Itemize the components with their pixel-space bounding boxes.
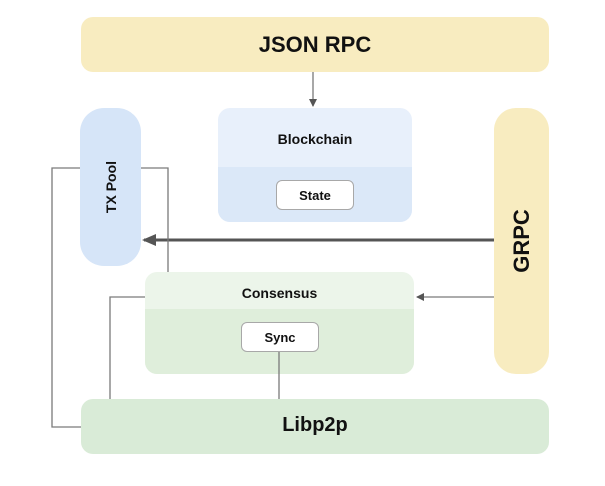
grpc-box: GRPC [494,108,549,374]
consensus-libp2p-connector [109,296,145,399]
txpool-consensus-connector [141,167,169,272]
state-label: State [299,188,331,203]
libp2p-label: Libp2p [282,414,348,436]
tx-pool-label: TX Pool [102,160,119,214]
tx-pool-box: TX Pool [80,108,141,266]
consensus-label: Consensus [241,285,318,301]
txpool-libp2p-left-connector [51,167,81,428]
json-rpc-label: JSON RPC [258,32,372,57]
consensus-box: Consensus Sync [145,272,414,374]
blockchain-label: Blockchain [277,131,353,147]
sync-label: Sync [264,330,296,345]
state-chip: State [276,180,354,210]
sync-chip: Sync [241,322,319,352]
grpc-label: GRPC [508,209,534,273]
json-rpc-box: JSON RPC [81,17,549,72]
libp2p-box: Libp2p [81,399,549,454]
blockchain-box: Blockchain State [218,108,412,222]
